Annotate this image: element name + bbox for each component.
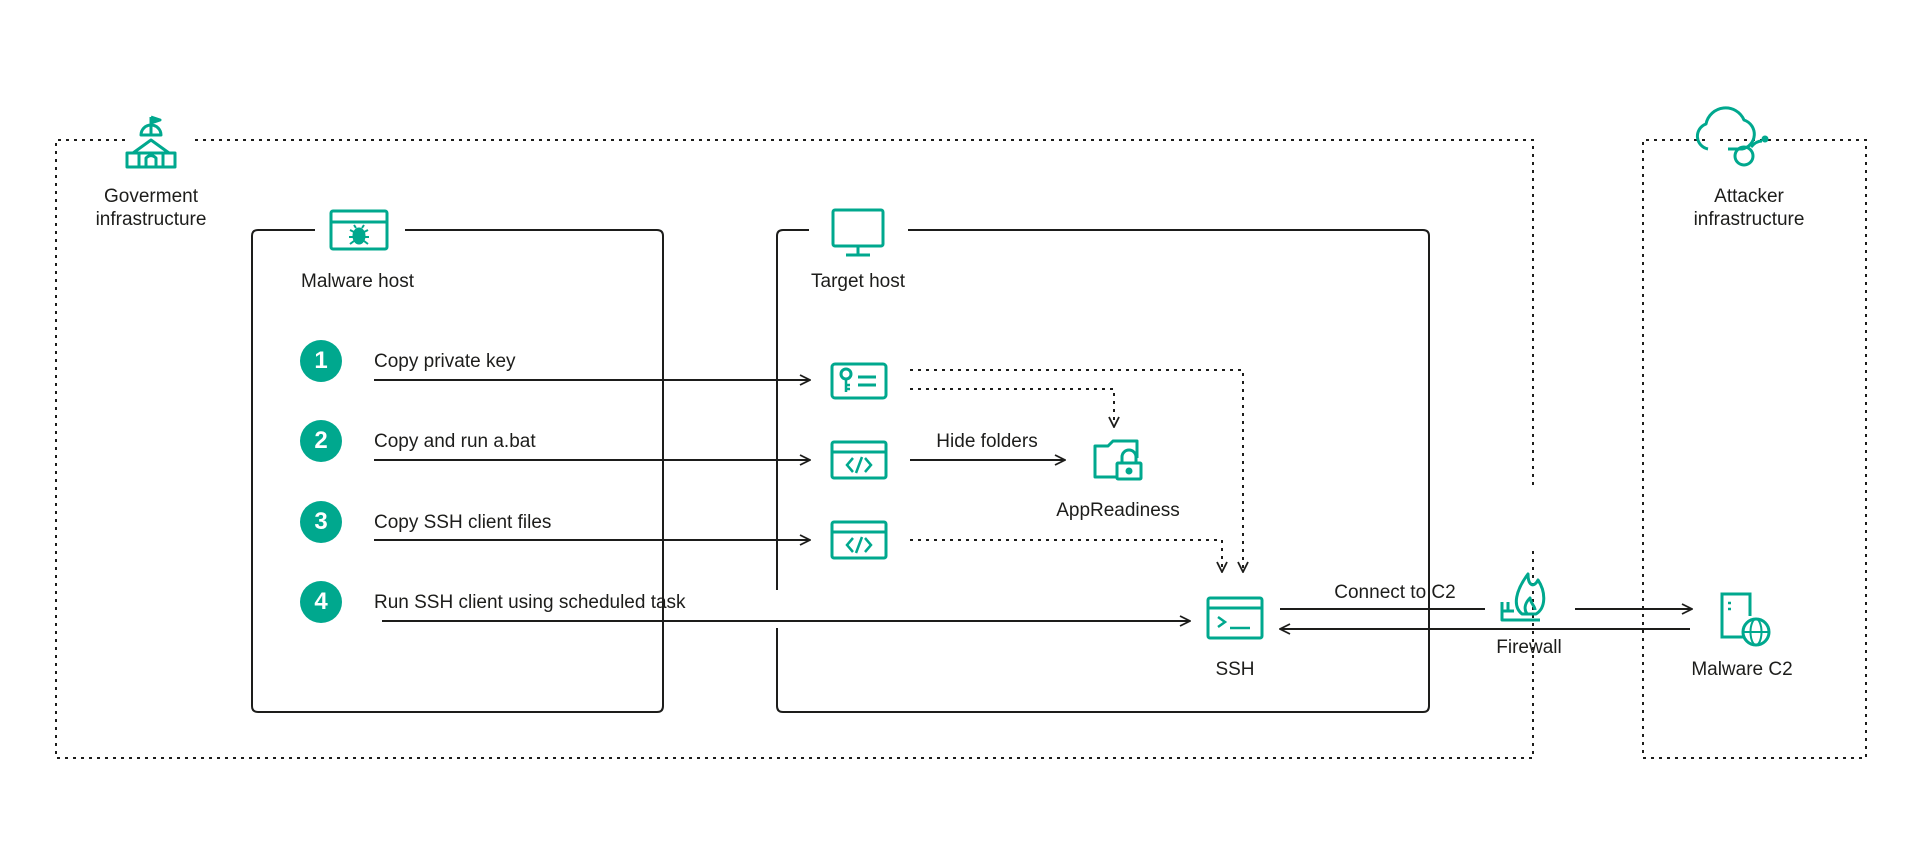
bug-window-icon <box>329 209 389 251</box>
code-window-icon <box>830 440 888 480</box>
attacker-zone-label: Attacker infrastructure <box>1693 186 1805 230</box>
appreadiness-label: AppReadiness <box>1056 500 1180 521</box>
government-building-icon <box>125 115 177 169</box>
ssh-label: SSH <box>1215 659 1255 680</box>
government-zone-border <box>55 139 1534 759</box>
step2-label: Copy and run a.bat <box>374 431 536 452</box>
step4-badge: 4 <box>300 581 342 623</box>
step3-badge: 3 <box>300 501 342 543</box>
firewall-label: Firewall <box>1496 637 1562 658</box>
server-globe-icon <box>1720 592 1771 647</box>
key-card-icon <box>830 362 888 400</box>
firewall-icon <box>1500 572 1546 622</box>
key-to-ssh-dotted <box>910 369 1243 572</box>
connect-c2-label: Connect to C2 <box>1334 582 1456 603</box>
target-host-box <box>776 229 1430 713</box>
terminal-icon <box>1206 596 1264 640</box>
monitor-icon <box>831 208 885 257</box>
step1-badge: 1 <box>300 340 342 382</box>
malware-c2-label: Malware C2 <box>1691 659 1793 680</box>
locked-folder-icon <box>1093 439 1143 481</box>
step4-label: Run SSH client using scheduled task <box>374 592 686 613</box>
hide-folders-label: Hide folders <box>936 431 1038 452</box>
step1-label: Copy private key <box>374 351 516 372</box>
code-window-icon-2 <box>830 520 888 560</box>
government-zone-label: Goverment infrastructure <box>95 186 207 230</box>
cloud-bomb-icon <box>1695 106 1769 167</box>
malware-host-label: Malware host <box>301 271 414 292</box>
code-to-ssh-dotted <box>910 539 1222 572</box>
step3-label: Copy SSH client files <box>374 512 552 533</box>
key-to-folder-dotted <box>910 388 1114 427</box>
attacker-zone-border <box>1642 139 1867 759</box>
step2-badge: 2 <box>300 420 342 462</box>
malware-host-box <box>251 229 664 713</box>
target-host-label: Target host <box>811 271 905 292</box>
